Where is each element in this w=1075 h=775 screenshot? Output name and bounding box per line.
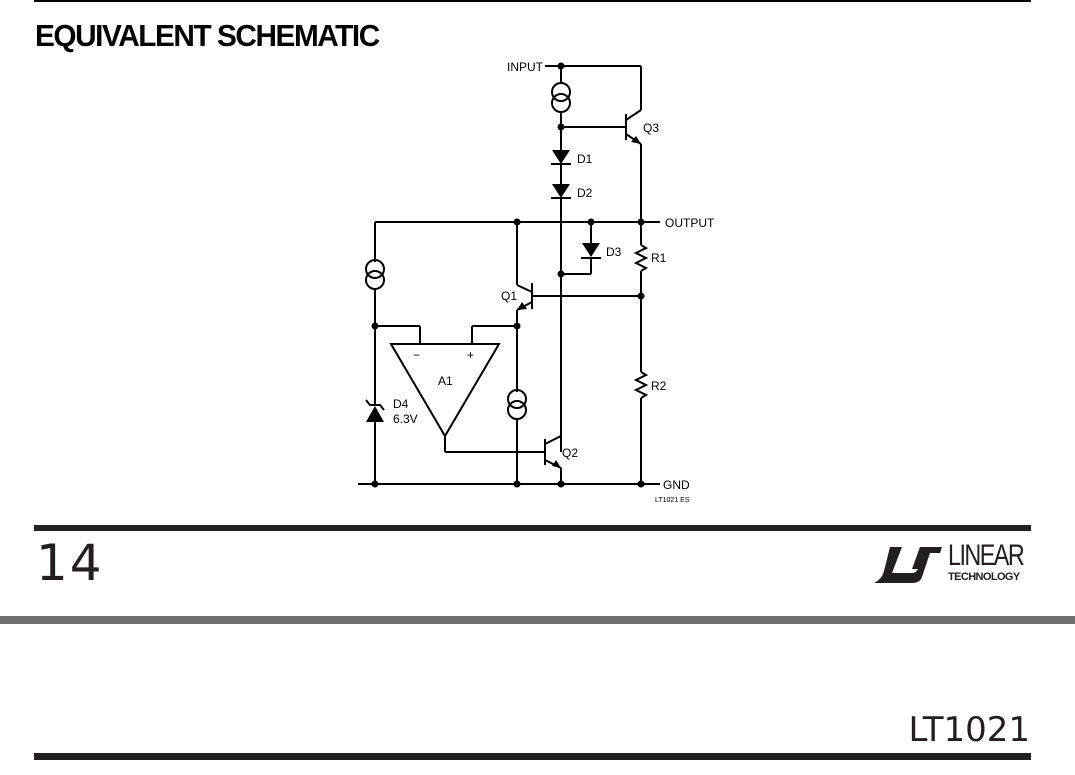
q1-label: Q1 [501, 289, 517, 303]
part-number: LT1021 [908, 710, 1030, 750]
r2-label: R2 [651, 379, 667, 393]
footer-rule [34, 525, 1031, 531]
logo-word-linear: LINEAR [948, 539, 1025, 572]
q3-label: Q3 [643, 121, 659, 135]
d2-label: D2 [577, 186, 593, 200]
gnd-label: GND [663, 478, 690, 492]
a1-label: A1 [438, 374, 453, 388]
input-label: INPUT [507, 60, 544, 74]
figure-id-label: LT1021 ES [655, 497, 690, 504]
top-rule [34, 0, 1031, 2]
a1-plus-label: + [467, 348, 474, 362]
equivalent-schematic: INPUT Q3 D1 D2 OUTPUT D3 R1 Q1 − + A1 R2… [358, 60, 715, 504]
page-separator [0, 616, 1075, 624]
next-page-header-rule [34, 753, 1031, 760]
page-number: 14 [36, 534, 104, 592]
section-title: EQUIVALENT SCHEMATIC [35, 18, 380, 53]
d4-label: D4 [393, 397, 409, 411]
output-label: OUTPUT [665, 216, 715, 230]
r1-label: R1 [651, 251, 667, 265]
a1-minus-label: − [413, 348, 420, 362]
linear-technology-logo: LINEAR TECHNOLOGY [872, 539, 1037, 587]
d4-voltage-label: 6.3V [393, 412, 418, 426]
logo-word-technology: TECHNOLOGY [948, 571, 1020, 583]
lt-logo-mark-icon [874, 547, 942, 583]
d3-label: D3 [606, 245, 622, 259]
d1-label: D1 [577, 152, 593, 166]
q2-label: Q2 [562, 446, 578, 460]
